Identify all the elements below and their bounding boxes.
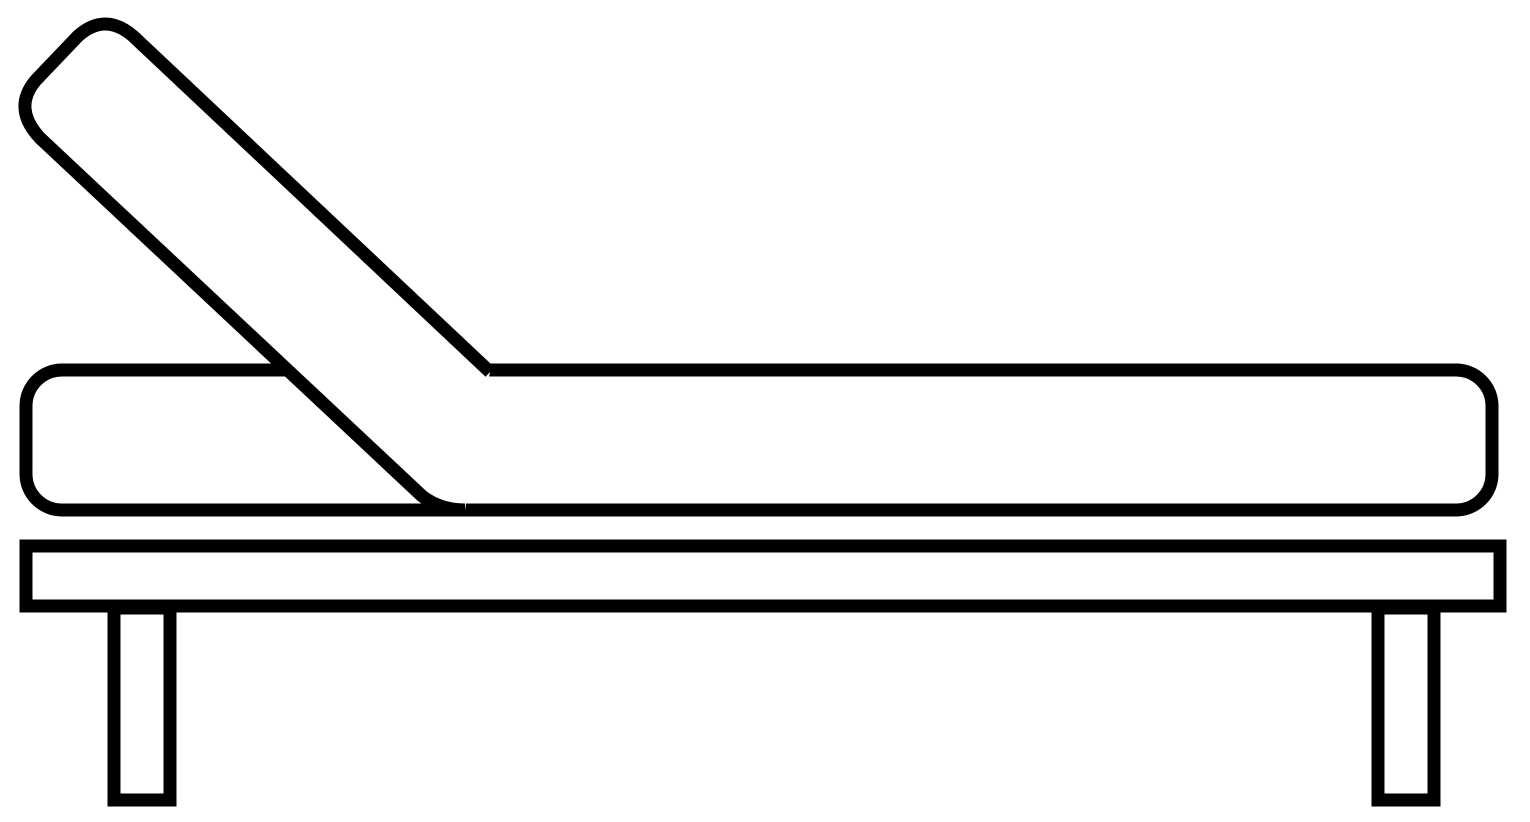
bed-base-frame (19, 539, 1507, 613)
mattress (19, 363, 1499, 517)
bed-leg-left (107, 601, 177, 807)
bed-leg-right (1371, 601, 1441, 807)
backrest (18, 17, 495, 517)
